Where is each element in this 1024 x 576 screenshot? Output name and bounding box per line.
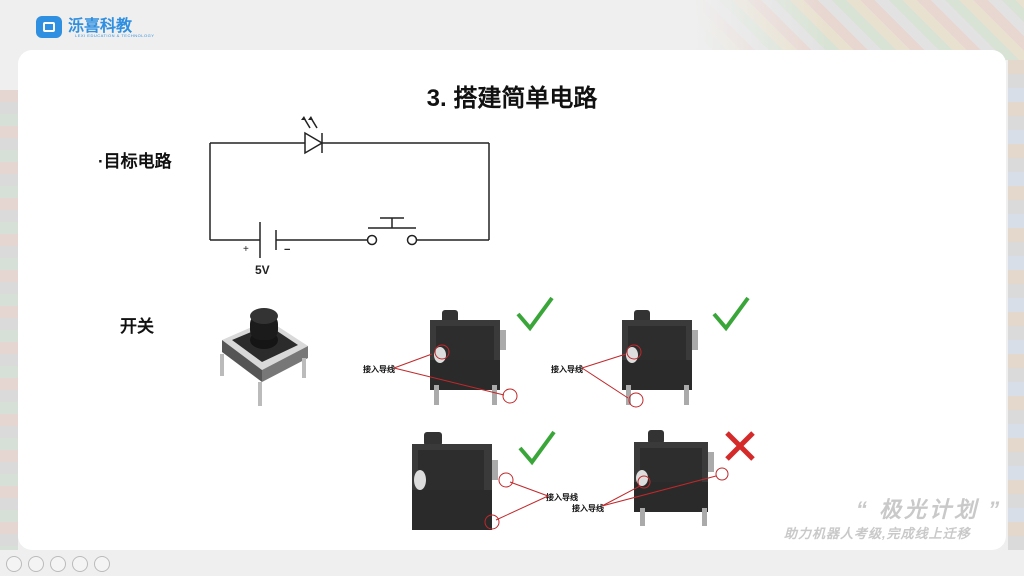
- pen-icon[interactable]: [72, 556, 88, 572]
- play-icon[interactable]: [28, 556, 44, 572]
- decorative-left-strip: [0, 90, 18, 550]
- switch-photo: [220, 308, 308, 406]
- switch-photo-2: [622, 310, 698, 405]
- annotation-label-3: 接入导线: [546, 493, 578, 502]
- switch-photo-3: [412, 432, 498, 530]
- next-slide-icon[interactable]: [50, 556, 66, 572]
- annotation-lines-1: [393, 344, 518, 404]
- prev-slide-icon[interactable]: [6, 556, 22, 572]
- slogan-subtitle: 助力机器人考级,完成线上迁移: [784, 526, 971, 541]
- annotation-label-4: 接入导线: [572, 504, 604, 513]
- logo-text: 泺喜科教: [68, 18, 133, 35]
- switch-photo-4: [634, 430, 714, 526]
- battery-minus-sign: −: [284, 244, 291, 256]
- annotation-lines-3: [484, 472, 549, 530]
- annotation-lines-4: [601, 467, 729, 507]
- check-mark-1: [516, 296, 554, 332]
- circuit-diagram: [209, 116, 490, 258]
- annotation-label-2: 接入导线: [551, 365, 583, 374]
- slide-title: 3. 搭建简单电路: [426, 85, 598, 112]
- menu-icon[interactable]: [94, 556, 110, 572]
- presentation-toolbar: [0, 552, 266, 576]
- target-circuit-label: ·目标电路: [98, 152, 172, 171]
- annotation-lines-2: [581, 344, 644, 408]
- slide-card: [18, 50, 1006, 550]
- decorative-right-strip: [1008, 60, 1024, 550]
- battery-plus-sign: +: [243, 244, 249, 255]
- slogan-title: “ 极光计划 ”: [856, 497, 1003, 522]
- switch-label: 开关: [120, 317, 154, 336]
- switch-photo-1: [430, 310, 506, 405]
- logo-icon: [36, 16, 62, 38]
- logo-subtitle: LEXI EDUCATION & TECHNOLOGY: [75, 33, 155, 38]
- voltage-label: 5V: [255, 263, 270, 277]
- check-mark-2: [712, 296, 750, 332]
- check-mark-3: [518, 430, 556, 466]
- cross-mark-4: [725, 431, 755, 461]
- brand-logo: 泺喜科教: [36, 14, 132, 40]
- annotation-label-1: 接入导线: [363, 365, 395, 374]
